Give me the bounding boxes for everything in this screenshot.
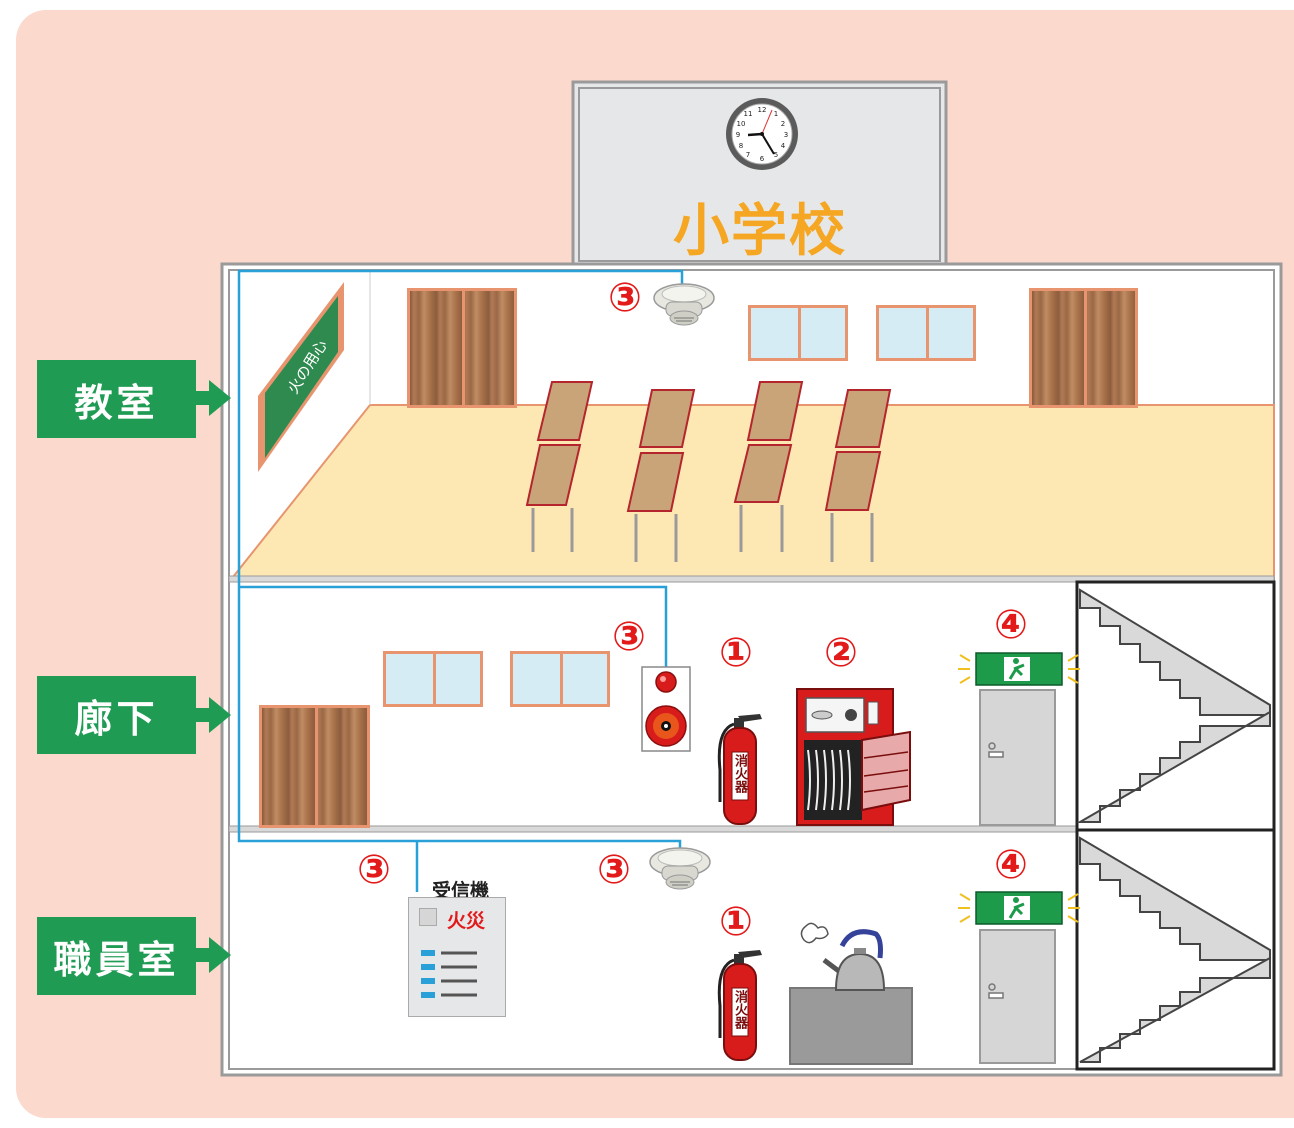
svg-text:3: 3: [784, 131, 788, 139]
tag-classroom: 教室: [37, 360, 196, 438]
desks: [525, 381, 892, 512]
svg-text:8: 8: [739, 142, 743, 150]
alarm-button-icon: [641, 666, 691, 752]
svg-text:6: 6: [760, 155, 765, 163]
tag-staff-room: 職員室: [37, 917, 196, 995]
classroom-door-left: [407, 288, 517, 408]
clock-icon: 12 12 3 45 6 78 9 10 11: [726, 98, 798, 170]
marker-4-exit-staff: ④: [994, 842, 1028, 888]
marker-3-receiver: ③: [357, 847, 391, 893]
receiver-lamp: [419, 908, 437, 926]
stairs-icon: [1075, 580, 1276, 1071]
classroom-door-right: [1029, 288, 1138, 408]
extinguisher-label: 消火器: [732, 990, 747, 1029]
exit-sign-icon: [958, 891, 1080, 925]
tag-corridor: 廊下: [37, 676, 196, 754]
exit-sign-icon: [958, 652, 1080, 686]
marker-3-detector-staff: ③: [597, 847, 631, 893]
receiver-label: 受信機: [432, 880, 490, 902]
svg-text:5: 5: [774, 151, 778, 159]
marker-2-hydrant: ②: [824, 630, 858, 676]
marker-3-alarm-button: ③: [612, 614, 646, 660]
exit-doors: [979, 689, 1056, 1064]
svg-text:4: 4: [781, 142, 786, 150]
marker-1-extinguisher-corridor: ①: [719, 630, 753, 676]
svg-text:2: 2: [781, 120, 785, 128]
classroom-window: [748, 305, 848, 361]
tag-arrow: [209, 380, 231, 416]
extinguisher-label: 消火器: [732, 754, 747, 793]
corridor-window: [510, 651, 610, 707]
marker-4-exit-corridor: ④: [994, 602, 1028, 648]
kettle-icon: [800, 922, 886, 991]
svg-text:11: 11: [744, 110, 753, 118]
fire-extinguisher-icon: [717, 950, 762, 1061]
smoke-detector-icon: [653, 283, 715, 326]
marker-3-detector-classroom: ③: [608, 275, 642, 321]
fire-extinguisher-icon: [717, 714, 762, 825]
svg-text:9: 9: [736, 131, 740, 139]
tag-arrow: [209, 697, 231, 733]
svg-text:12: 12: [758, 106, 767, 114]
corridor-door: [259, 705, 370, 828]
marker-1-extinguisher-staff: ①: [719, 899, 753, 945]
alarm-wiring: [237, 269, 684, 892]
receiver-indicators: [421, 950, 477, 998]
receiver-fire-text: 火災: [447, 910, 486, 932]
svg-text:7: 7: [746, 151, 750, 159]
stove-table: [789, 987, 913, 1065]
tag-arrow: [209, 937, 231, 973]
page-title: 小学校: [673, 199, 847, 264]
svg-text:10: 10: [737, 120, 746, 128]
corridor-window: [383, 651, 483, 707]
hydrant-box-icon: [796, 688, 911, 826]
classroom-window: [876, 305, 976, 361]
smoke-detector-icon: [649, 847, 711, 890]
receiver-panel: 火災: [408, 897, 506, 1017]
svg-text:1: 1: [774, 110, 778, 118]
